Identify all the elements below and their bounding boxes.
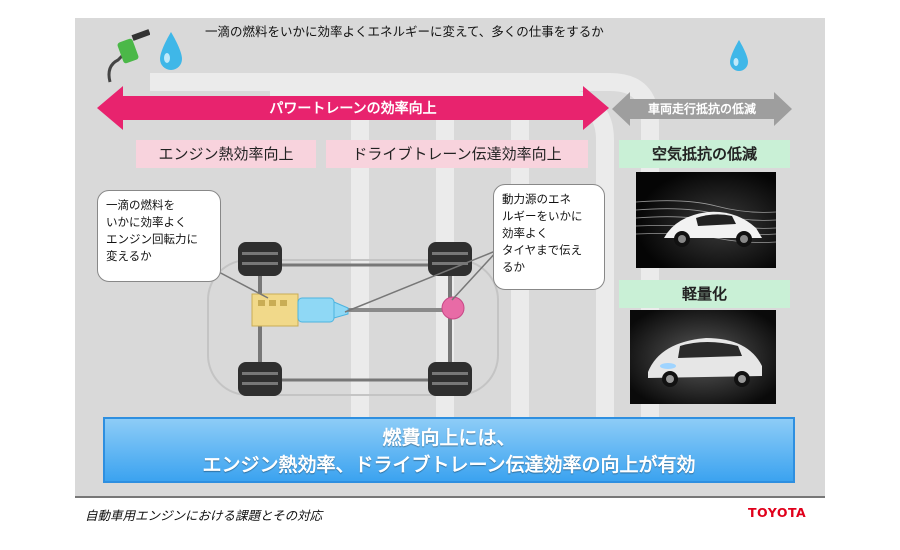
- transmission-icon: [297, 297, 349, 323]
- lightweight-car-image: [630, 310, 776, 404]
- footer-title: 自動車用エンジンにおける課題とその対応: [85, 508, 323, 523]
- aero-car-image: [636, 172, 776, 268]
- resistance-arrow: [612, 92, 792, 126]
- powertrain-arrow: [97, 86, 609, 130]
- engine-callout: 一滴の燃料を いかに効率よく エンジン回転力に 変えるか: [97, 190, 221, 282]
- engine-block-icon: [251, 293, 299, 327]
- tire-icon: [238, 362, 282, 396]
- toyota-logo: TOYOTA: [748, 505, 807, 520]
- engine-efficiency-label: エンジン熱効率向上: [136, 140, 316, 168]
- tire-icon: [238, 242, 282, 276]
- drivetrain-diagram: [207, 242, 499, 396]
- header-statement: 一滴の燃料をいかに効率よくエネルギーに変えて、多くの仕事をするか: [205, 24, 604, 39]
- footer-bar: [75, 496, 825, 532]
- fuel-drop-icon: [160, 32, 182, 70]
- conclusion-line-1: 燃費向上には、: [382, 427, 516, 449]
- tire-icon: [428, 362, 472, 396]
- car-body-outline: [207, 259, 499, 396]
- differential-icon: [441, 296, 465, 320]
- conclusion-line-2: エンジン熱効率、ドライブトレーン伝達効率の向上が有効: [202, 454, 696, 476]
- lightweight-car-photo: [630, 310, 776, 404]
- aero-car-photo: [636, 172, 776, 268]
- powertrain-arrow-label: パワートレーンの効率向上: [269, 101, 437, 117]
- fuel-drop-icon-right: [730, 40, 748, 71]
- conclusion-box: 燃費向上には、 エンジン熱効率、ドライブトレーン伝達効率の向上が有効: [103, 417, 795, 483]
- resistance-arrow-label: 車両走行抵抗の低減: [647, 102, 756, 116]
- drivetrain-efficiency-label: ドライブトレーン伝達効率向上: [326, 140, 588, 168]
- weight-reduction-label: 軽量化: [619, 280, 790, 308]
- tire-icon: [428, 242, 472, 276]
- fuel-nozzle-icon: [107, 29, 150, 83]
- air-resistance-label: 空気抵抗の低減: [619, 140, 790, 168]
- drivetrain-callout: 動力源のエネ ルギーをいかに 効率よく タイヤまで伝え るか: [493, 184, 605, 290]
